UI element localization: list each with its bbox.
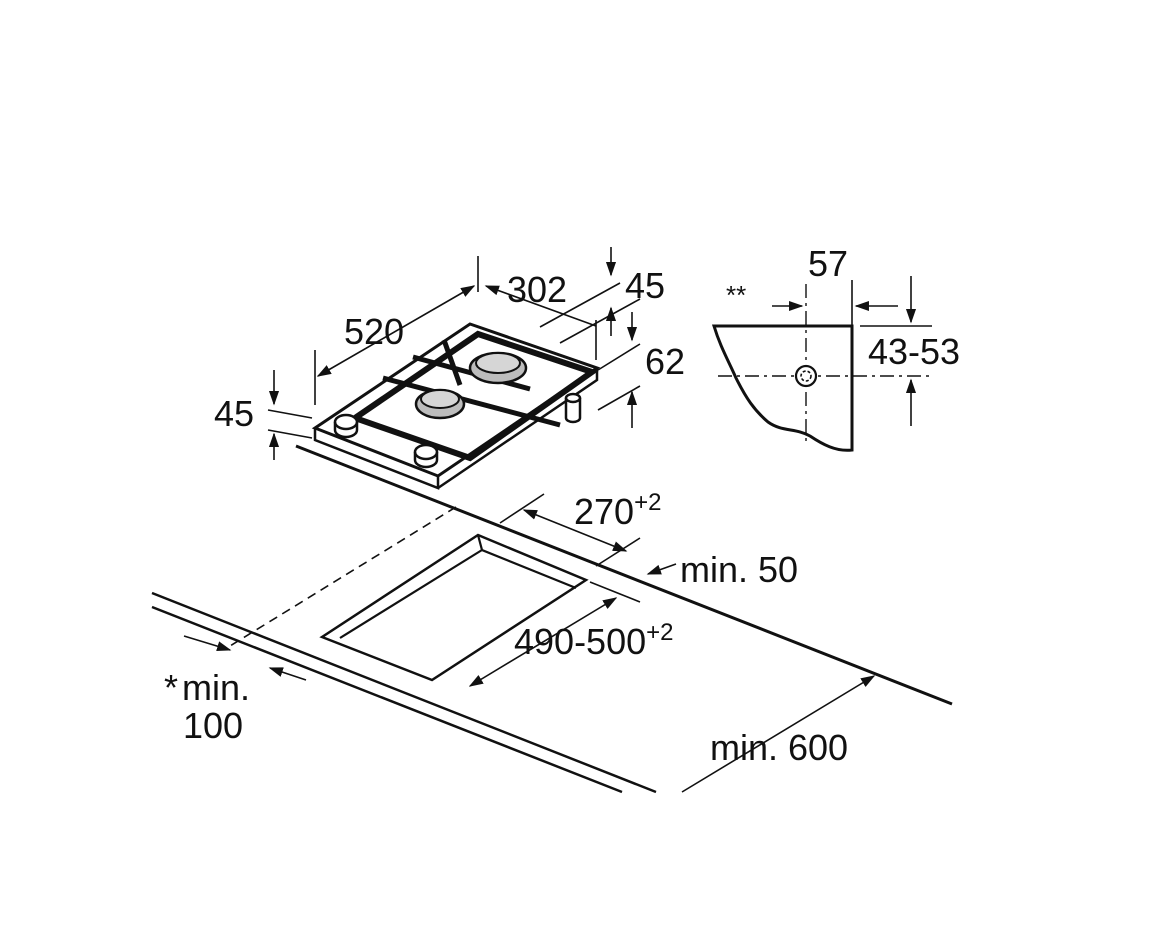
width-dimension-line xyxy=(484,285,597,327)
hob-height-left-label: 45 xyxy=(214,393,254,434)
asterisk-note: ** xyxy=(726,280,746,310)
worktop-back-edge xyxy=(295,444,953,706)
worktop-front-edge xyxy=(151,591,657,794)
cutout-width-dimension xyxy=(522,509,628,552)
trivet-bar xyxy=(382,375,561,428)
worktop-front-edge-lower xyxy=(151,605,623,794)
front-clearance-arrow xyxy=(268,667,307,681)
hob-plate-edge xyxy=(313,428,440,490)
cutout-depth-label: 490-500+2 xyxy=(514,619,674,662)
hob-width-label: 302 xyxy=(507,269,567,310)
front-burner xyxy=(414,388,466,420)
back-clearance-arrow xyxy=(646,563,677,575)
depth-dimension-line xyxy=(316,285,476,377)
screw-hole xyxy=(794,364,818,388)
cutout-inner-edge xyxy=(339,549,483,639)
control-knob xyxy=(333,413,359,439)
hob-depth-label: 520 xyxy=(344,311,404,352)
worktop-depth-label: min. 600 xyxy=(710,727,848,768)
hob-drawing: 302 520 45 62 45 xyxy=(214,247,685,490)
back-clearance-label: min. 50 xyxy=(680,549,798,590)
front-clearance-arrow xyxy=(183,635,232,652)
worktop-section xyxy=(711,324,854,452)
control-knob xyxy=(413,443,439,469)
side-offset-label: 62 xyxy=(645,341,685,382)
clamp-range-label: 43-53 xyxy=(868,331,960,372)
cutout-inner-edge xyxy=(476,534,577,590)
cutout-outline xyxy=(319,533,589,682)
worktop-depth-dimension xyxy=(681,675,876,793)
front-clearance-value: 100 xyxy=(183,705,243,746)
rear-burner xyxy=(468,351,528,385)
projection-line xyxy=(229,506,457,647)
front-clearance-label: *min. xyxy=(164,667,250,708)
hob-height-right-label: 45 xyxy=(625,265,665,306)
worktop-drawing: 270+2 min. 50 490-500+2 *min. 100 min. 6… xyxy=(151,444,953,794)
cutout-width-label: 270+2 xyxy=(574,489,661,532)
cutout-depth-dimension xyxy=(468,597,618,687)
gas-connector xyxy=(564,392,582,424)
clamp-top-label: 57 xyxy=(808,243,848,284)
clamp-detail: ** 57 43-53 xyxy=(711,243,960,452)
